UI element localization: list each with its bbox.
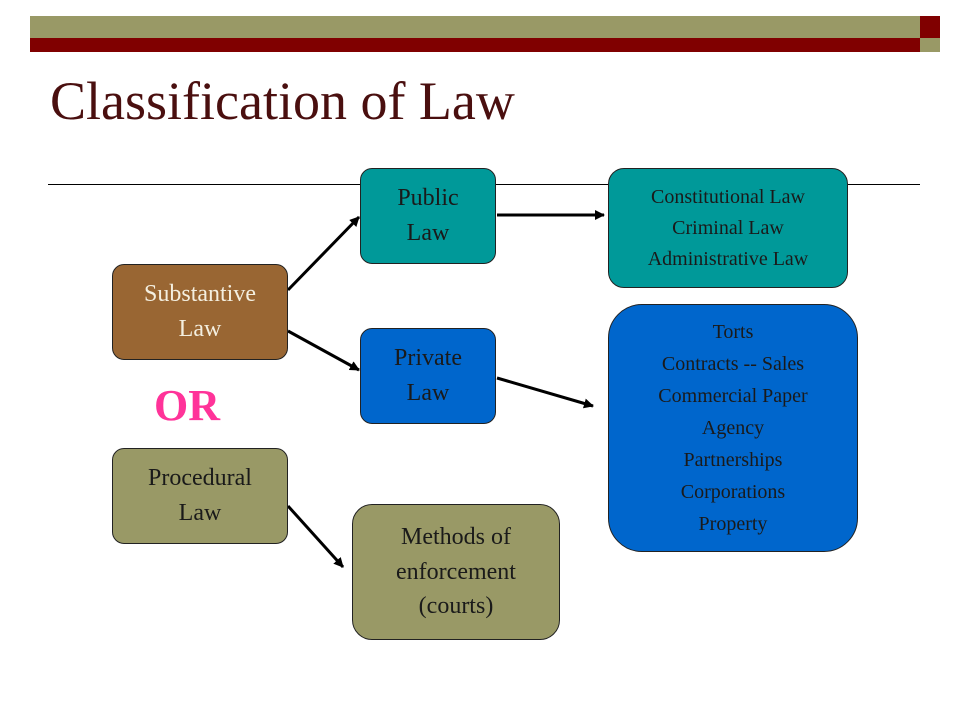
methods-line-1: Methods of — [401, 523, 511, 550]
arrow-substantive-to-public — [286, 215, 361, 292]
private-category-item: Agency — [701, 417, 765, 439]
public-category-item: Constitutional Law — [651, 185, 805, 208]
public-line-2: Law — [406, 220, 450, 246]
substantive-law-box: Substantive Law — [112, 264, 288, 360]
public-category-item: Administrative Law — [647, 247, 809, 270]
private-category-item: Torts — [712, 321, 754, 343]
substantive-line-1: Substantive — [144, 281, 256, 308]
private-category-item: Contracts -- Sales — [661, 353, 805, 375]
private-line-2: Law — [406, 380, 450, 406]
substantive-line-2: Law — [178, 316, 222, 342]
procedural-line-2: Law — [178, 500, 222, 526]
corner-square-olive — [920, 38, 940, 52]
procedural-law-box: Procedural Law — [112, 448, 288, 544]
methods-of-enforcement-box: Methods of enforcement (courts) — [352, 504, 560, 640]
private-category-item: Property — [698, 513, 768, 535]
public-category-item: Criminal Law — [672, 216, 784, 239]
or-label: OR — [154, 381, 220, 430]
public-line-1: Public — [397, 185, 459, 212]
private-category-item: Corporations — [680, 481, 786, 503]
top-bar-maroon — [30, 38, 920, 52]
private-category-item: Partnerships — [683, 449, 783, 471]
private-law-categories-box: Torts Contracts -- Sales Commercial Pape… — [608, 304, 858, 552]
arrow-private-to-private-list — [496, 376, 594, 409]
corner-square-maroon — [920, 16, 940, 38]
private-category-item: Commercial Paper — [658, 385, 808, 407]
private-line-1: Private — [394, 345, 462, 372]
top-bar-olive — [30, 16, 920, 38]
public-law-box: Public Law — [360, 168, 496, 264]
slide-title: Classification of Law — [50, 71, 515, 131]
arrow-substantive-to-private — [287, 329, 360, 372]
private-law-box: Private Law — [360, 328, 496, 424]
procedural-line-1: Procedural — [148, 465, 252, 492]
public-law-categories-box: Constitutional Law Criminal Law Administ… — [608, 168, 848, 288]
arrow-procedural-to-methods — [286, 504, 345, 569]
methods-line-2: enforcement — [396, 558, 516, 585]
methods-line-3: (courts) — [418, 593, 494, 620]
